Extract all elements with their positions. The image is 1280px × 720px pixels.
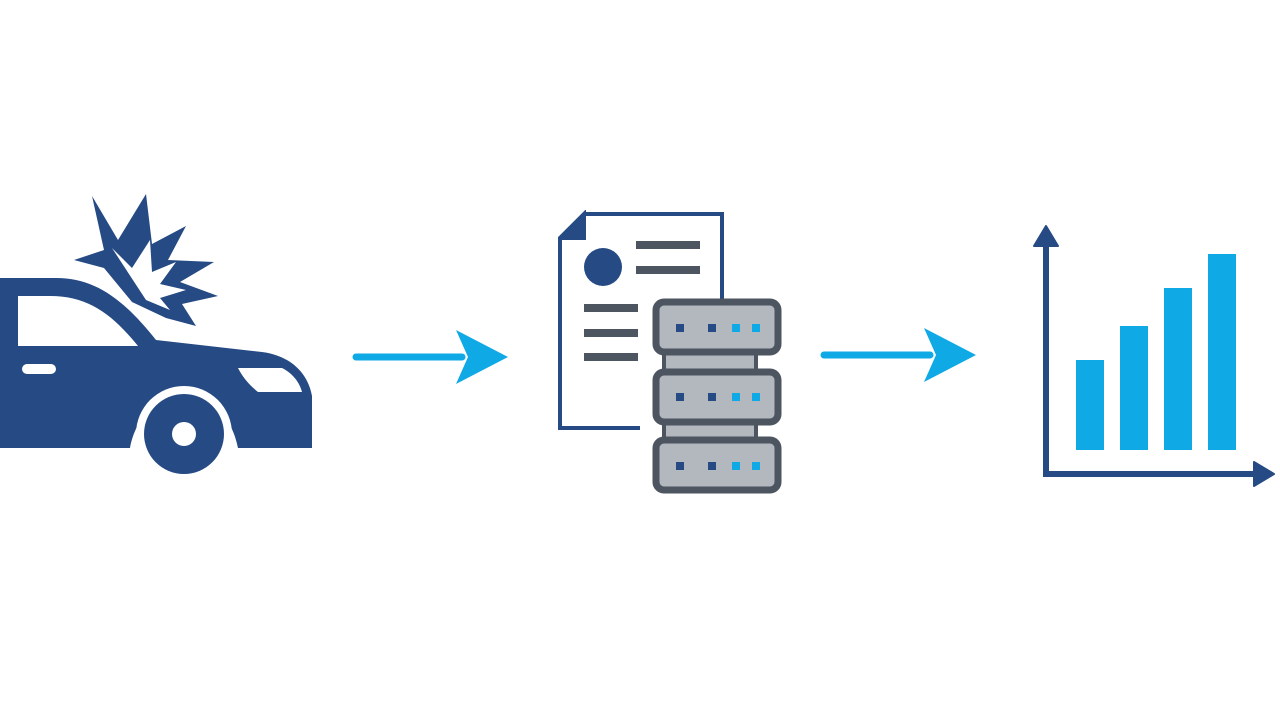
document-line bbox=[636, 266, 700, 274]
server-unit-1 bbox=[652, 298, 782, 356]
chart-bar bbox=[1076, 360, 1104, 450]
document-database-icon bbox=[558, 210, 782, 494]
chart-bar bbox=[1208, 254, 1236, 450]
arrow-right-icon bbox=[352, 330, 508, 384]
car-door-handle bbox=[22, 364, 56, 374]
chart-y-axis-arrow bbox=[1033, 225, 1059, 247]
document-line bbox=[584, 304, 638, 312]
arrow-right-icon bbox=[820, 328, 976, 382]
car-wheel-hub bbox=[172, 422, 196, 446]
document-database-step bbox=[556, 210, 786, 496]
bar-chart-step bbox=[1030, 224, 1276, 490]
bar-chart-icon bbox=[1033, 225, 1275, 487]
document-line bbox=[584, 329, 638, 337]
server-unit-2 bbox=[652, 368, 782, 426]
document-fold bbox=[560, 214, 584, 238]
car-crash-step bbox=[0, 190, 320, 485]
car-crash-icon bbox=[0, 194, 312, 482]
chart-bar bbox=[1120, 326, 1148, 450]
car-headlight-shape bbox=[238, 368, 302, 392]
car-window-shape bbox=[18, 296, 138, 346]
document-avatar-icon bbox=[584, 248, 622, 286]
arrow-connector-1 bbox=[352, 326, 512, 388]
chart-x-axis-arrow bbox=[1253, 461, 1275, 487]
document-line bbox=[584, 353, 638, 361]
document-line bbox=[636, 241, 700, 249]
server-unit-3 bbox=[652, 436, 782, 494]
impact-burst-inner bbox=[112, 240, 186, 310]
arrow-connector-2 bbox=[820, 324, 980, 386]
chart-bar bbox=[1164, 288, 1192, 450]
